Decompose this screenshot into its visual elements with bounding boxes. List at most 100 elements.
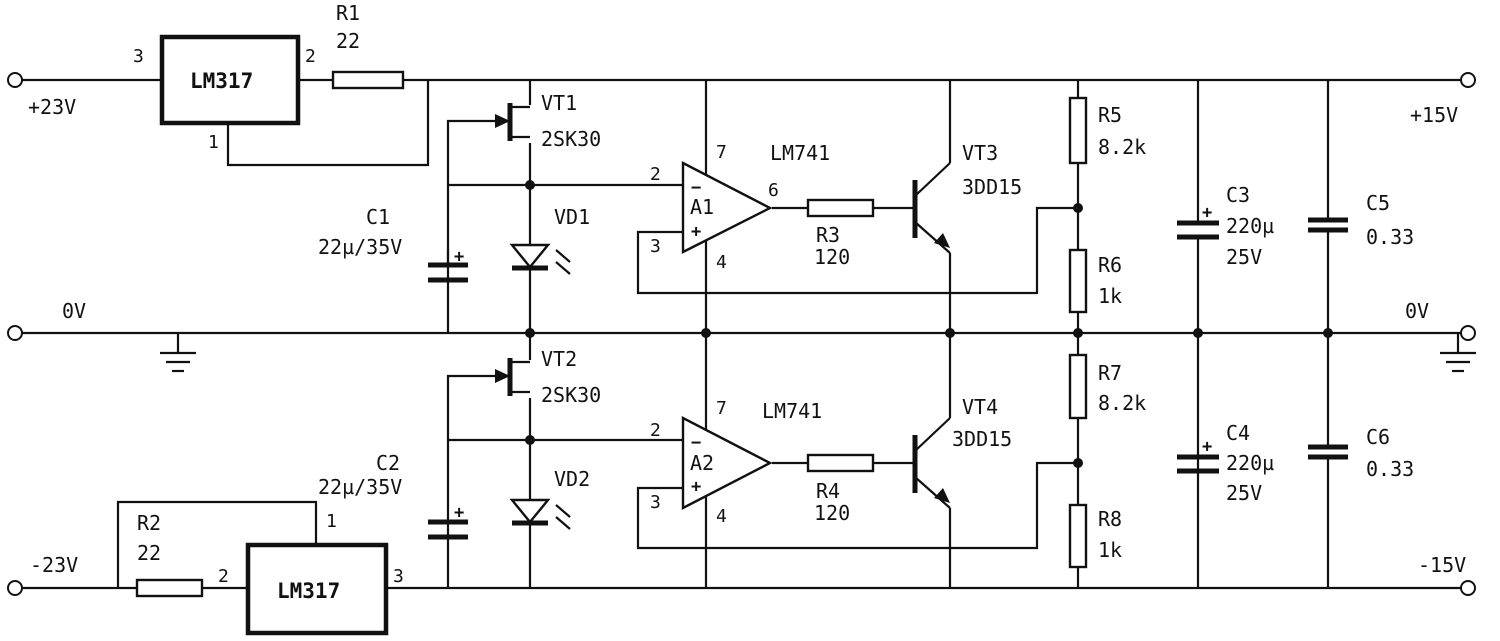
svg-text:+: + [454,503,464,523]
terminal-in-neg [7,580,23,596]
svg-text:8.2k: 8.2k [1098,391,1146,415]
terminal-out-neg [1460,580,1476,596]
svg-text:1k: 1k [1098,284,1122,308]
svg-text:1k: 1k [1098,538,1122,562]
svg-text:7: 7 [716,398,727,419]
regulator-upper-pin-in: 3 [133,46,144,67]
svg-text:0.33: 0.33 [1366,457,1414,481]
terminal-in-pos [7,72,23,88]
svg-text:3: 3 [650,236,661,257]
svg-text:2: 2 [650,164,661,185]
svg-text:220µ: 220µ [1226,214,1274,238]
svg-text:+: + [691,222,701,242]
svg-text:VT1: VT1 [541,91,577,115]
svg-text:3DD15: 3DD15 [962,175,1022,199]
svg-text:VD2: VD2 [554,467,590,491]
regulator-lower: LM317 3 2 1 [218,511,404,636]
svg-text:C1: C1 [366,205,390,229]
svg-text:+: + [1202,437,1212,457]
svg-text:4: 4 [716,506,727,527]
svg-text:−: − [691,433,701,453]
jfet-vt1: VT1 2SK30 [495,91,601,151]
svg-text:8.2k: 8.2k [1098,135,1146,159]
svg-text:R2: R2 [137,511,161,535]
resistor-r5: R5 8.2k [1068,96,1146,165]
label-in-neg: -23V [30,553,78,577]
resistor-r3: R3 120 [806,198,875,269]
svg-text:R3: R3 [816,223,840,247]
label-out-neg: -15V [1418,553,1466,577]
svg-text:C6: C6 [1366,425,1390,449]
regulator-upper-pin-out: 2 [305,46,316,67]
label-out-gnd: 0V [1405,299,1429,323]
bjt-vt4: VT4 3DD15 [912,395,1012,509]
svg-text:C3: C3 [1226,183,1250,207]
svg-text:25V: 25V [1226,481,1262,505]
svg-text:R5: R5 [1098,103,1122,127]
resistor-r2: R2 22 [135,511,204,598]
svg-text:VT2: VT2 [541,347,577,371]
svg-text:A2: A2 [690,451,714,475]
svg-text:6: 6 [768,180,779,201]
wiring [22,78,1462,590]
label-in-pos: +23V [28,95,76,119]
ground-icon [160,351,196,373]
led-vd1: VD1 [509,205,590,275]
svg-text:2: 2 [650,420,661,441]
svg-text:R1: R1 [336,1,360,25]
svg-text:22: 22 [336,29,360,53]
svg-text:C2: C2 [376,451,400,475]
svg-text:VT4: VT4 [962,395,998,419]
svg-text:R6: R6 [1098,253,1122,277]
svg-text:3DD15: 3DD15 [952,427,1012,451]
resistor-r7: R7 8.2k [1068,353,1146,420]
svg-text:22µ/35V: 22µ/35V [318,235,402,259]
led-vd2: VD2 [509,467,590,530]
capacitor-c4: + C4 220µ 25V [1177,421,1274,505]
ground-icon [1440,351,1476,373]
resistor-r6: R6 1k [1068,248,1122,314]
bjt-vt3: VT3 3DD15 [912,141,1022,254]
svg-text:0.33: 0.33 [1366,225,1414,249]
svg-text:LM741: LM741 [762,399,822,423]
svg-text:7: 7 [716,142,727,163]
opamp-a2: − + A2 LM741 2 3 7 4 [650,398,822,527]
svg-text:25V: 25V [1226,245,1262,269]
svg-text:+: + [454,247,464,267]
svg-text:120: 120 [814,245,850,269]
opamp-a1: − + A1 LM741 2 3 7 4 6 [650,141,830,273]
capacitor-c5: C5 0.33 [1308,191,1414,249]
svg-text:2SK30: 2SK30 [541,127,601,151]
svg-text:+: + [691,477,701,497]
capacitor-c3: + C3 220µ 25V [1177,183,1274,269]
regulator-lower-pin-in: 3 [393,566,404,587]
regulator-lower-label: LM317 [277,579,340,603]
svg-text:−: − [691,178,701,198]
regulator-lower-pin-adj: 1 [326,511,337,532]
svg-text:220µ: 220µ [1226,451,1274,475]
svg-text:R7: R7 [1098,361,1122,385]
svg-text:+: + [1202,203,1212,223]
resistor-r4: R4 120 [806,453,875,525]
svg-text:R4: R4 [816,479,840,503]
label-in-gnd: 0V [62,299,86,323]
svg-text:4: 4 [716,252,727,273]
terminals [7,72,1476,596]
terminal-in-gnd [7,325,23,341]
regulator-lower-pin-out: 2 [218,566,229,587]
svg-text:C4: C4 [1226,421,1250,445]
terminal-out-gnd [1460,325,1476,341]
svg-text:VD1: VD1 [554,205,590,229]
label-out-pos: +15V [1410,103,1458,127]
svg-text:120: 120 [814,501,850,525]
capacitor-c6: C6 0.33 [1308,425,1414,481]
regulator-upper-pin-adj: 1 [208,132,219,153]
resistor-r1: R1 22 [331,1,405,90]
svg-text:VT3: VT3 [962,141,998,165]
svg-text:2SK30: 2SK30 [541,383,601,407]
junctions [525,180,1333,468]
svg-text:22µ/35V: 22µ/35V [318,475,402,499]
jfet-vt2: VT2 2SK30 [495,347,601,407]
svg-text:C5: C5 [1366,191,1390,215]
